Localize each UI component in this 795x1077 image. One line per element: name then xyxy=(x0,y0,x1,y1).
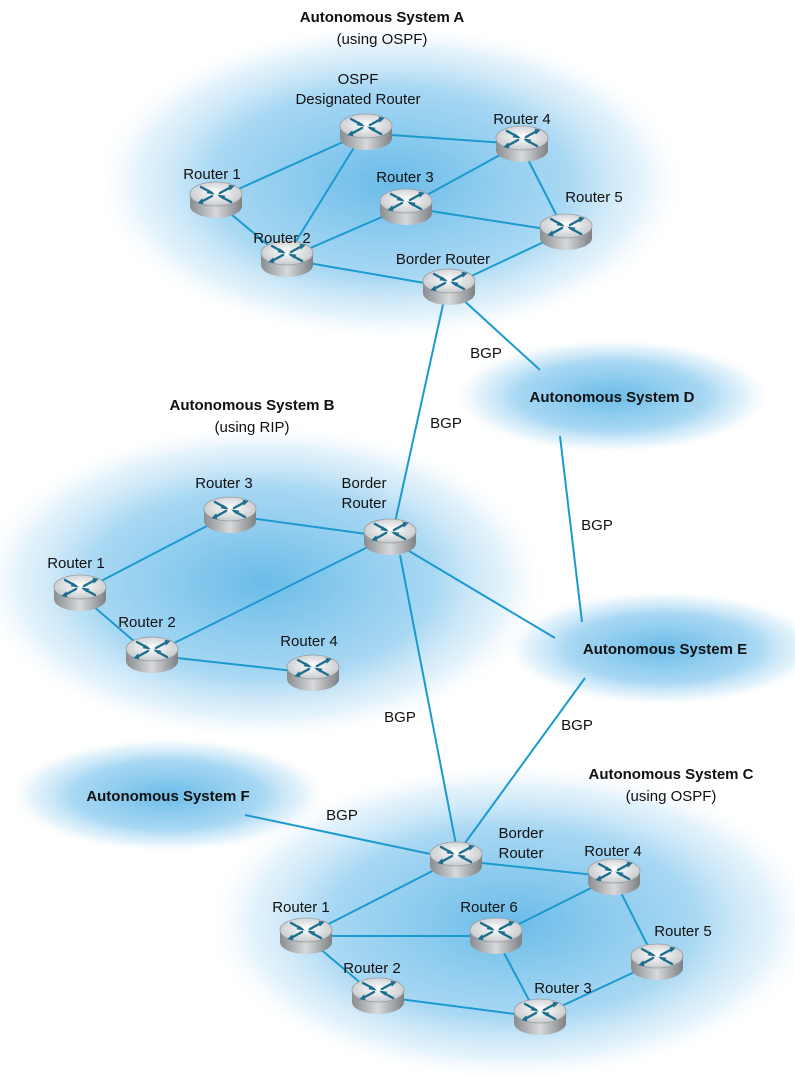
as-a-router3-label: Router 3 xyxy=(376,169,434,186)
as-b-router3-icon xyxy=(202,495,258,535)
as-c-border-label-1: Border xyxy=(498,825,543,842)
as-a-cloud xyxy=(92,22,688,342)
as-c-router1-icon xyxy=(278,916,334,956)
as-b-router2-icon xyxy=(124,635,180,675)
as-b-router1-label: Router 1 xyxy=(47,555,105,572)
as-b-border-label-1: Border xyxy=(341,475,386,492)
as-f-cloud xyxy=(8,737,328,853)
as-c-router6-icon xyxy=(468,916,524,956)
as-a-dr-label-1: OSPF xyxy=(338,71,379,88)
as-b-border-router-icon xyxy=(362,517,418,557)
as-c-router2-icon xyxy=(350,976,406,1016)
as-c-router6-label: Router 6 xyxy=(460,899,518,916)
as-e-cloud xyxy=(503,590,795,706)
as-a-router1-icon xyxy=(188,180,244,220)
as-a-router4-label: Router 4 xyxy=(493,111,551,128)
as-b-router4-icon xyxy=(285,653,341,693)
as-a-dr-label-2: Designated Router xyxy=(295,91,420,108)
as-a-title: Autonomous System A xyxy=(300,9,465,26)
as-a-router5-label: Router 5 xyxy=(565,189,623,206)
as-d-title: Autonomous System D xyxy=(529,389,694,406)
as-a-router4-icon xyxy=(494,124,550,164)
as-f-title: Autonomous System F xyxy=(86,788,249,805)
as-c-router5-label: Router 5 xyxy=(654,923,712,940)
as-c-router3-icon xyxy=(512,997,568,1037)
as-b-border-label-2: Router xyxy=(341,495,386,512)
as-b-title: Autonomous System B xyxy=(169,397,334,414)
as-a-designated-router-icon xyxy=(338,112,394,152)
as-c-router4-icon xyxy=(586,857,642,897)
as-c-subtitle: (using OSPF) xyxy=(626,788,717,805)
bgp-label-b-c: BGP xyxy=(384,709,416,726)
as-c-router2-label: Router 2 xyxy=(343,960,401,977)
bgp-label-d-e: BGP xyxy=(581,517,613,534)
as-c-router3-label: Router 3 xyxy=(534,980,592,997)
as-a-subtitle: (using OSPF) xyxy=(337,31,428,48)
as-b-router4-label: Router 4 xyxy=(280,633,338,650)
as-b-router1-icon xyxy=(52,573,108,613)
as-c-border-router-icon xyxy=(428,840,484,880)
as-a-border-router-label: Border Router xyxy=(396,251,490,268)
as-c-title: Autonomous System C xyxy=(588,766,753,783)
as-c-router1-label: Router 1 xyxy=(272,899,330,916)
as-b-subtitle: (using RIP) xyxy=(214,419,289,436)
bgp-label-a-b: BGP xyxy=(430,415,462,432)
bgp-label-f-c: BGP xyxy=(326,807,358,824)
bgp-label-a-d: BGP xyxy=(470,345,502,362)
as-c-router5-icon xyxy=(629,942,685,982)
as-c-border-label-2: Router xyxy=(498,845,543,862)
as-b-router3-label: Router 3 xyxy=(195,475,253,492)
bgp-label-e-c: BGP xyxy=(561,717,593,734)
as-e-title: Autonomous System E xyxy=(583,641,747,658)
as-a-router2-label: Router 2 xyxy=(253,230,311,247)
as-c-router4-label: Router 4 xyxy=(584,843,642,860)
as-a-router3-icon xyxy=(378,187,434,227)
as-a-router5-icon xyxy=(538,212,594,252)
as-a-router1-label: Router 1 xyxy=(183,166,241,183)
as-a-border-router-icon xyxy=(421,267,477,307)
as-d-cloud xyxy=(452,338,772,454)
as-b-router2-label: Router 2 xyxy=(118,614,176,631)
